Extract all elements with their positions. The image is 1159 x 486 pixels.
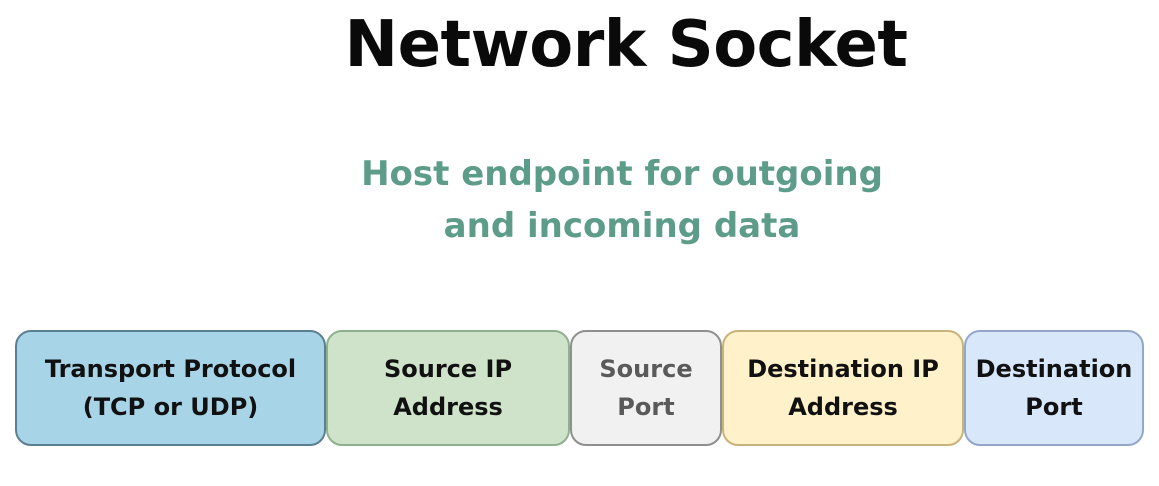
source-port-box: Source Port [570, 330, 722, 446]
source-port-port-label: Port [617, 393, 675, 421]
destination-ip-address-label: Address [788, 393, 898, 421]
subtitle: Host endpoint for outgoing and incoming … [0, 148, 1159, 252]
transport-protocol-label: Transport Protocol [44, 355, 297, 383]
source-ip-address-box: Source IP Address [326, 330, 570, 446]
destination-port-box: Destination Port [964, 330, 1144, 446]
subtitle-line-1: Host endpoint for outgoing [361, 154, 883, 194]
transport-protocol-detail: (TCP or UDP) [82, 393, 259, 421]
source-port-label: Source [599, 355, 693, 383]
destination-port-label: Destination [975, 355, 1133, 383]
transport-protocol-box: Transport Protocol (TCP or UDP) [15, 330, 326, 446]
page-title: Network Socket [344, 8, 908, 82]
destination-ip-label: Destination IP [747, 355, 939, 383]
destination-port-port-label: Port [1025, 393, 1083, 421]
source-ip-label: Source IP [383, 355, 513, 383]
subtitle-line-2: and incoming data [443, 206, 801, 246]
source-ip-address-label: Address [393, 393, 503, 421]
destination-ip-address-box: Destination IP Address [722, 330, 964, 446]
